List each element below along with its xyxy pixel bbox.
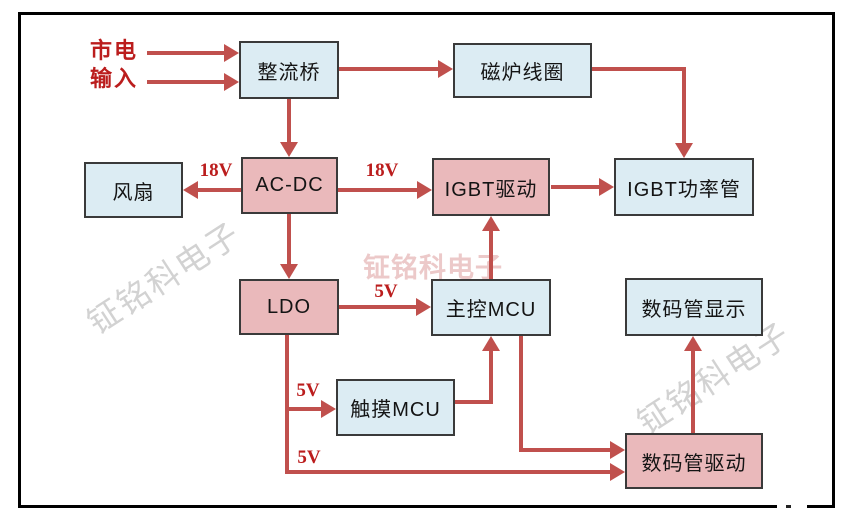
edge-mains2-line — [147, 80, 224, 84]
node-touch-mcu: 触摸MCU — [336, 379, 455, 436]
edge-igbtdriver-igbtpower-line — [551, 185, 600, 189]
edge-acdc-fan-arrowhead — [183, 181, 198, 199]
edge-acdc-ldo-arrowhead — [280, 264, 298, 279]
node-fan: 风扇 — [84, 162, 183, 218]
mains-input-label: 市电 输入 — [90, 37, 138, 93]
label-5v-mcu: 5V — [374, 281, 398, 302]
edge-mcu-displaydriver-hline — [519, 448, 611, 452]
edge-touchmcu-mcu-arrowhead — [482, 336, 500, 351]
edge-mcu-displaydriver-arrowhead — [610, 441, 625, 459]
edge-rectifier-acdc-arrowhead — [280, 142, 298, 157]
edge-ldo-touchmcu-line — [285, 407, 321, 411]
edge-mcu-igbtdriver-arrowhead — [482, 216, 500, 231]
edge-coil-igbtpower-vline — [682, 67, 686, 144]
node-display: 数码管显示 — [625, 278, 763, 336]
edge-touchmcu-mcu-vline — [489, 350, 493, 404]
frame-border-dot — [786, 505, 791, 508]
node-display-driver: 数码管驱动 — [625, 433, 763, 489]
node-rectifier: 整流桥 — [239, 41, 339, 99]
label-5v-bottom: 5V — [297, 447, 321, 468]
node-igbt-power: IGBT功率管 — [614, 158, 754, 216]
edge-ldo-touchmcu-arrowhead — [321, 400, 336, 418]
label-18v-igbt: 18V — [365, 160, 399, 181]
edge-mains1-arrowhead — [224, 44, 239, 62]
edge-displaydriver-display-arrowhead — [684, 336, 702, 351]
edge-mcu-igbtdriver-line — [489, 230, 493, 279]
node-igbt-driver: IGBT驱动 — [432, 158, 550, 216]
edge-acdc-fan-line — [197, 188, 241, 192]
edge-touchmcu-mcu-hline — [455, 400, 493, 404]
edge-ldo-trunk-vline — [285, 335, 289, 474]
edge-mcu-displaydriver-vline — [519, 336, 523, 452]
mains-input-line1: 市电 — [90, 38, 139, 63]
node-acdc: AC-DC — [241, 157, 338, 214]
mains-input-line2: 输入 — [90, 66, 139, 91]
edge-mains2-arrowhead — [224, 73, 239, 91]
edge-acdc-igbtdriver-line — [338, 188, 418, 192]
edge-rectifier-acdc-line — [287, 99, 291, 143]
edge-acdc-igbtdriver-arrowhead — [417, 181, 432, 199]
label-5v-touch: 5V — [296, 380, 320, 401]
edge-ldo-mcu-line — [339, 305, 417, 309]
edge-coil-igbtpower-hline — [592, 67, 686, 71]
label-18v-fan: 18V — [199, 160, 233, 181]
edge-rectifier-coil-arrowhead — [438, 60, 453, 78]
node-coil: 磁炉线圈 — [453, 43, 592, 98]
edge-ldo-displaydriver-line — [285, 470, 610, 474]
edge-acdc-ldo-line — [287, 214, 291, 265]
edge-ldo-displaydriver-arrowhead — [610, 463, 625, 481]
node-main-mcu: 主控MCU — [431, 279, 551, 336]
edge-rectifier-coil-line — [339, 67, 438, 71]
node-ldo: LDO — [239, 279, 339, 335]
edge-ldo-mcu-arrowhead — [416, 298, 431, 316]
edge-coil-igbtpower-arrowhead — [675, 143, 693, 158]
edge-displaydriver-display-line — [691, 350, 695, 433]
frame-border-gap — [777, 505, 807, 509]
edge-mains1-line — [147, 51, 224, 55]
edge-igbtdriver-igbtpower-arrowhead — [599, 178, 614, 196]
